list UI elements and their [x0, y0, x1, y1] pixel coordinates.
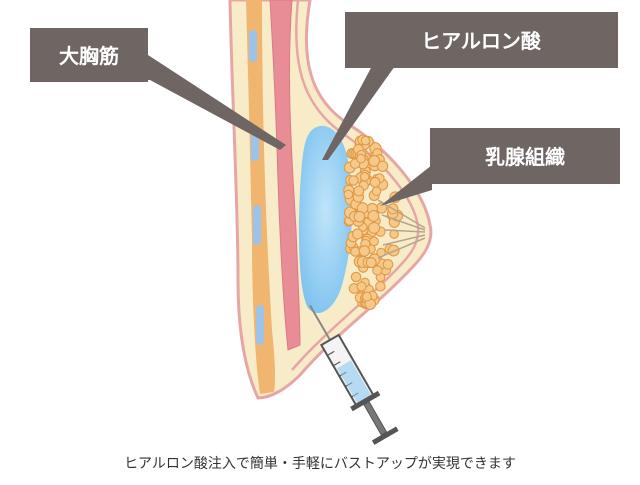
syringe	[309, 304, 399, 445]
callout-pectoralis: 大胸筋	[30, 28, 286, 150]
pectoralis-muscle	[269, 0, 301, 351]
gland-lobule	[351, 228, 364, 240]
gland-lobule	[350, 246, 361, 257]
gland-lobule	[375, 281, 386, 292]
gland-lobule	[353, 185, 365, 197]
gland-lobule	[360, 135, 371, 146]
label-pectoralis: 大胸筋	[59, 44, 119, 68]
skin-inner-line	[291, 0, 420, 371]
gland-lobule	[343, 189, 354, 200]
mammary-gland-cluster	[343, 134, 404, 310]
gland-lobule	[365, 257, 377, 269]
chest-fat-band	[246, 0, 276, 394]
gland-lobule	[372, 265, 383, 276]
hyaluronic-acid-implant	[298, 125, 353, 314]
label-mammary-gland: 乳腺組織	[485, 145, 565, 169]
gland-lobule	[376, 160, 389, 172]
gland-lobule	[356, 153, 366, 164]
gland-lobule	[358, 245, 371, 257]
caption: ヒアルロン酸注入で簡単・手軽にバストアップが実現できます	[124, 456, 516, 472]
gland-lobule	[348, 175, 359, 186]
gland-lobule	[368, 221, 381, 234]
gland-lobule	[367, 209, 380, 222]
gland-lobule	[353, 210, 366, 223]
gland-lobule	[369, 176, 381, 188]
gland-lobule	[382, 259, 394, 270]
gland-ducts	[377, 199, 426, 259]
gland-lobule	[356, 281, 367, 292]
callout-hyaluronic-acid: ヒアルロン酸	[322, 12, 618, 160]
gland-lobule	[371, 186, 382, 196]
gland-lobule	[350, 271, 362, 283]
gland-lobule	[359, 172, 370, 182]
gland-lobule	[361, 291, 372, 302]
callout-mammary-gland: 乳腺組織	[380, 128, 620, 206]
label-hyaluronic-acid: ヒアルロン酸	[421, 29, 542, 53]
